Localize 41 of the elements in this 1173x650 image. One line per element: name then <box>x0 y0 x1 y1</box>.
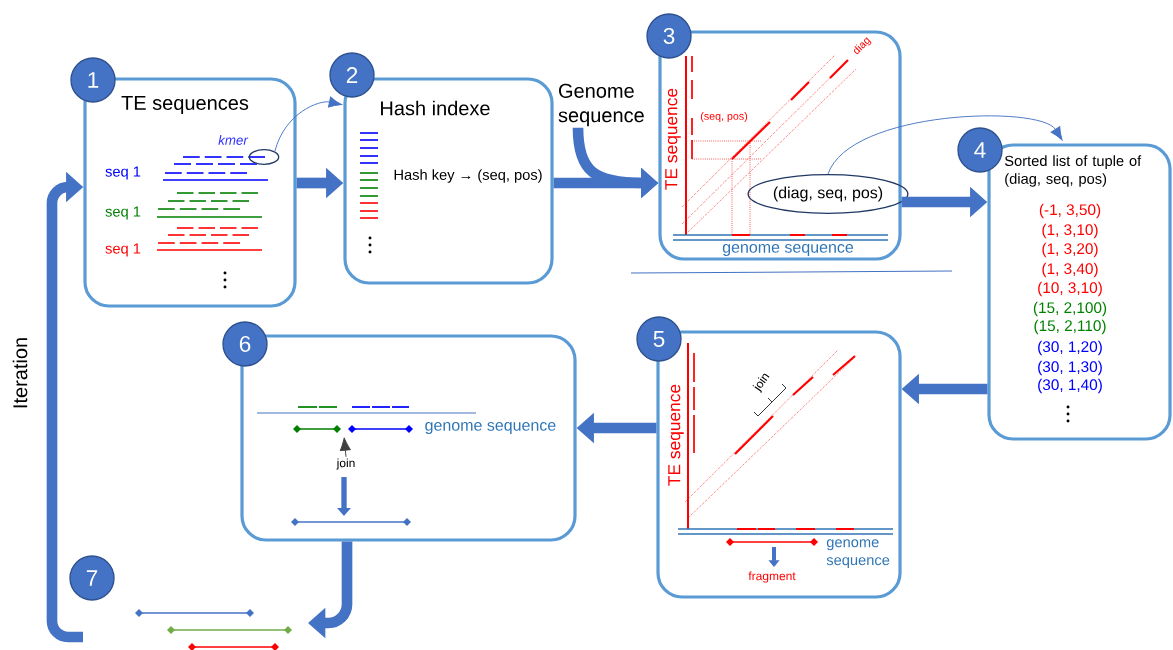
axis-label: genome sequence <box>826 539 890 569</box>
step-number: 1 <box>70 57 116 103</box>
sequence-label: seq 1 <box>105 243 141 257</box>
tuple-text: (30, 1,40) <box>1038 378 1102 394</box>
axis-label: TE sequence <box>668 384 684 486</box>
tuple-text: (15, 2,110) <box>1034 319 1106 335</box>
fragment-label: fragment <box>748 571 796 583</box>
kmer-ellipse <box>248 149 280 165</box>
heading: Hash indexe <box>381 100 490 116</box>
axis-label: genome sequence <box>425 422 556 434</box>
input-label: Genome sequence <box>558 83 644 127</box>
step-number: 5 <box>636 316 682 362</box>
sequence-label: seq 1 <box>105 166 141 180</box>
step-number: 6 <box>222 321 268 367</box>
step-number: 3 <box>646 13 692 59</box>
step-number: 4 <box>957 127 1003 173</box>
tuple-text: (1, 3,10) <box>1042 223 1098 239</box>
tuple-text: (15, 2,100) <box>1033 301 1107 317</box>
edge-label: Iteration <box>12 338 28 408</box>
arrow <box>274 96 343 152</box>
point-label: (seq, pos) <box>700 112 748 122</box>
axis-label: genome sequence <box>722 244 854 256</box>
sequence-label: seq 1 <box>105 206 141 220</box>
arrow <box>339 437 351 458</box>
tuple-text: (-1, 3,50) <box>1039 203 1101 219</box>
list-heading: Sorted list of tuple of (diag, seq, pos) <box>1004 155 1142 187</box>
heading: TE sequences <box>121 96 249 114</box>
join-label: join <box>336 458 355 470</box>
diagonal-label: diag <box>853 37 872 54</box>
tuple-text: (1, 3,20) <box>1042 242 1098 258</box>
axis-label: TE sequence <box>665 88 681 190</box>
tuple-text: (30, 1,30) <box>1038 360 1102 376</box>
join-label: join <box>752 373 770 394</box>
tuple-text: (1, 3,40) <box>1042 262 1098 278</box>
kmer-label: kmer <box>218 135 249 145</box>
step-number: 2 <box>329 52 375 98</box>
tuple-text: (10, 3,10) <box>1038 281 1102 297</box>
hash-key-text: Hash key → (seq, pos) <box>394 169 542 183</box>
tuple-text: (30, 1,20) <box>1038 340 1102 356</box>
arrow <box>827 115 1063 175</box>
step-number: 7 <box>69 555 115 601</box>
